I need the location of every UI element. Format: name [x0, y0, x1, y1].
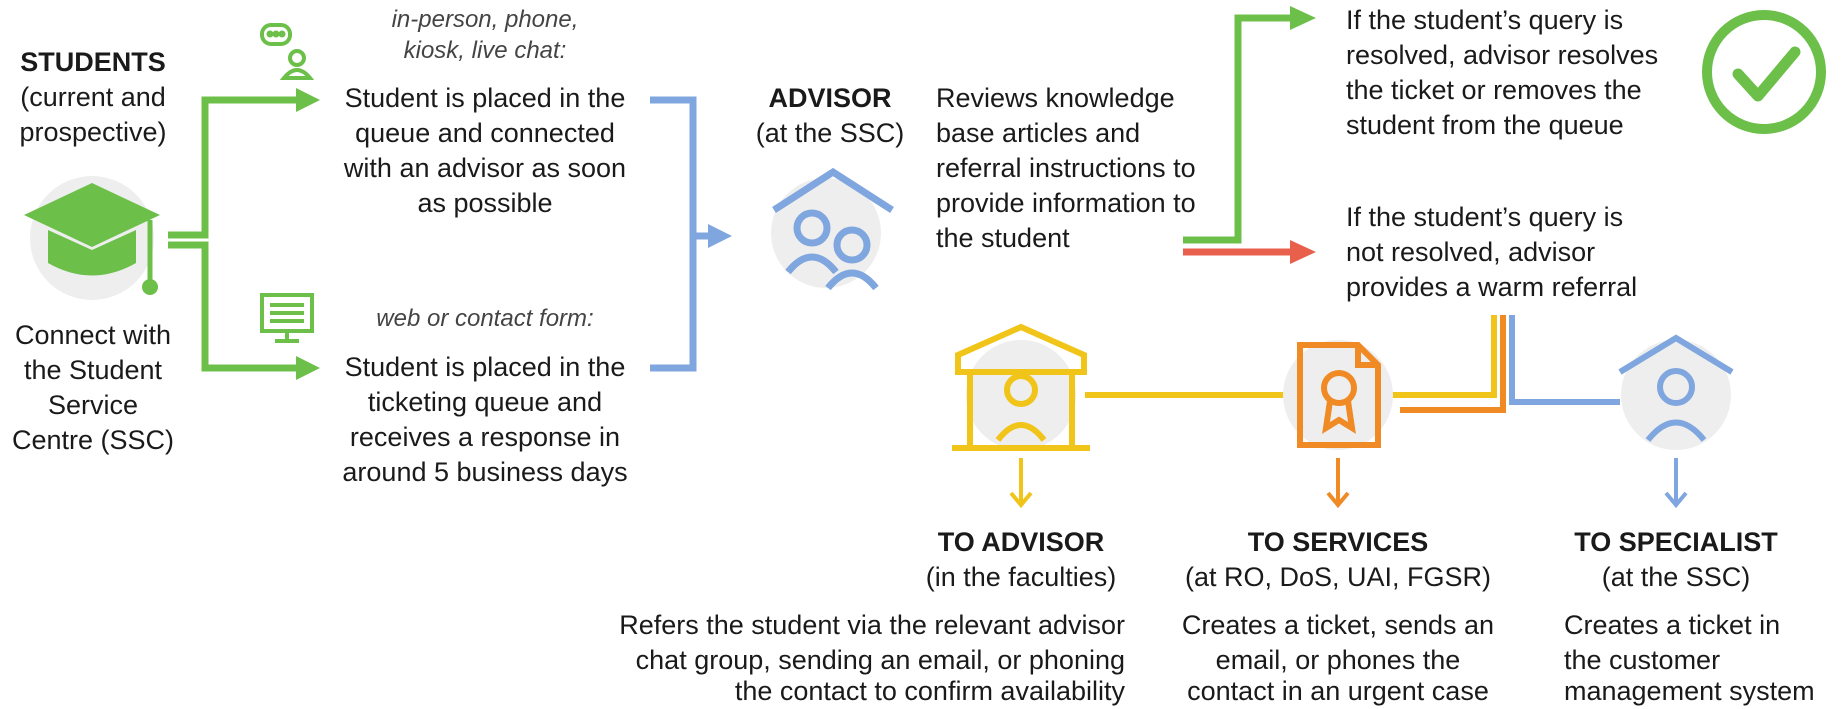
web-channel-text-line3: receives a response in	[349, 422, 621, 452]
certificate-document-icon	[1283, 340, 1393, 450]
arrow-down-services	[1326, 458, 1350, 509]
arrowhead-web	[296, 356, 320, 380]
arrow-down-specialist	[1664, 458, 1688, 509]
advisor-text-line2: base articles and	[936, 118, 1141, 148]
to-specialist-subtitle: (at the SSC)	[1601, 562, 1751, 592]
students-connect-line4: Centre (SSC)	[11, 425, 175, 455]
arrowhead-resolved	[1290, 6, 1316, 30]
not-resolved-text-line2: not resolved, advisor	[1346, 237, 1596, 267]
live-channel-text-line2: queue and connected	[355, 118, 615, 148]
connector-channels-to-advisor	[650, 96, 718, 372]
live-channel-text-line1: Student is placed in the	[344, 83, 626, 113]
connector-referral-orange	[1400, 315, 1506, 413]
to-services-text-line1: Creates a ticket, sends an	[1181, 610, 1495, 640]
to-services-text-line2: email, or phones the	[1215, 645, 1461, 675]
arrowhead-not-resolved	[1290, 240, 1316, 264]
to-advisor-text-line2: chat group, sending an email, or phoning	[635, 645, 1125, 675]
students-connect-line3: Service	[47, 390, 139, 420]
house-people-icon	[771, 167, 894, 291]
advisor-text-line5: the student	[936, 223, 1070, 253]
students-subtitle-line2: prospective)	[19, 117, 167, 147]
advisor-text-line3: referral instructions to	[936, 153, 1196, 183]
live-channel-text-line4: as possible	[417, 188, 553, 218]
arrow-down-advisor	[1009, 458, 1033, 509]
students-connect-line2: the Student	[23, 355, 163, 385]
students-connect-line1: Connect with	[14, 320, 172, 350]
checkmark-circle-icon	[1702, 10, 1826, 134]
connector-advisor-to-resolved	[1183, 14, 1295, 244]
connector-referral-blue	[1509, 315, 1620, 405]
to-specialist-title: TO SPECIALIST	[1574, 527, 1778, 557]
arrowheads	[296, 6, 1316, 380]
not-resolved-text-line3: provides a warm referral	[1346, 272, 1638, 302]
to-services-title: TO SERVICES	[1247, 527, 1429, 557]
connector-students-to-web	[168, 241, 305, 372]
to-advisor-title: TO ADVISOR	[937, 527, 1105, 557]
live-channel-caption-line1: in-person, phone,	[391, 6, 579, 33]
house-person-icon	[1618, 334, 1734, 450]
to-advisor-text-line1: Refers the student via the relevant advi…	[619, 610, 1125, 640]
to-specialist-text-line1: Creates a ticket in	[1564, 610, 1781, 640]
advisor-text-line1: Reviews knowledge	[936, 83, 1175, 113]
web-channel-text-line4: around 5 business days	[342, 457, 628, 487]
graduation-cap-icon	[24, 176, 160, 300]
advisor-title: ADVISOR	[768, 83, 892, 113]
students-subtitle-line1: (current and	[20, 82, 166, 112]
building-person-icon	[952, 323, 1090, 451]
to-specialist-text-line3: management system	[1564, 676, 1815, 706]
connector-referral-yellow	[1085, 315, 1497, 398]
to-services-subtitle: (at RO, DoS, UAI, FGSR)	[1184, 562, 1492, 592]
connector-students-to-live	[168, 96, 305, 239]
resolved-text-line4: student from the queue	[1346, 110, 1624, 140]
monitor-form-icon	[260, 293, 314, 343]
arrowhead-advisor	[708, 224, 732, 248]
resolved-text-line1: If the student’s query is	[1346, 5, 1624, 35]
students-title: STUDENTS	[20, 47, 166, 77]
chat-person-icon	[260, 23, 315, 80]
advisor-subtitle: (at the SSC)	[755, 118, 905, 148]
to-services-text-line3: contact in an urgent case	[1187, 676, 1489, 706]
connectors	[168, 14, 1688, 509]
not-resolved-text-line1: If the student’s query is	[1346, 202, 1624, 232]
web-channel-caption: web or contact form:	[376, 305, 594, 332]
resolved-text-line3: the ticket or removes the	[1346, 75, 1642, 105]
live-channel-text-line3: with an advisor as soon	[343, 153, 627, 183]
arrowhead-live	[296, 88, 320, 112]
advisor-text-line4: provide information to	[936, 188, 1196, 218]
to-specialist-text-line2: the customer	[1564, 645, 1721, 675]
web-channel-text-line2: ticketing queue and	[367, 387, 603, 417]
to-advisor-text-line3: the contact to confirm availability	[734, 676, 1125, 706]
live-channel-caption-line2: kiosk, live chat:	[403, 37, 567, 64]
to-advisor-subtitle: (in the faculties)	[925, 562, 1117, 592]
web-channel-text-line1: Student is placed in the	[344, 352, 626, 382]
resolved-text-line2: resolved, advisor resolves	[1346, 40, 1659, 70]
